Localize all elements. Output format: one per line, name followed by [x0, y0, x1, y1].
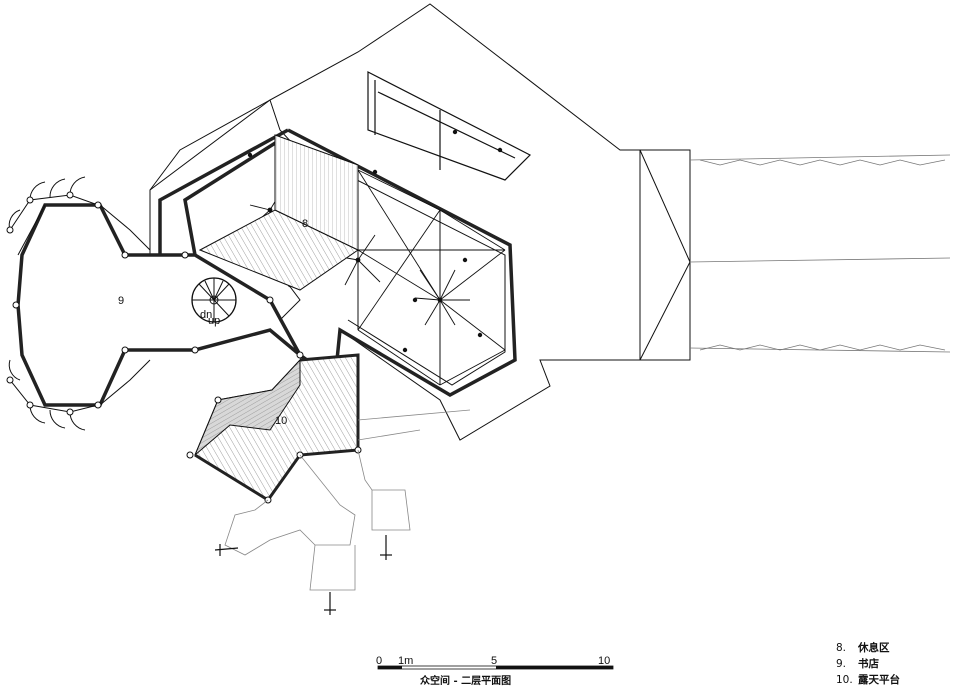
- legend-number: 9.: [836, 658, 847, 670]
- bookstore-plan: [16, 203, 302, 407]
- scale-tick-1m: 1m: [398, 655, 413, 667]
- skylight-upper: [367, 71, 532, 181]
- outdoor-terrace-deck: [194, 353, 360, 503]
- stair-label-up: up: [208, 315, 220, 327]
- room-label-8: 8: [302, 218, 308, 230]
- scale-bar: [377, 665, 614, 670]
- drawing-title: 众空间 - 二层平面图: [420, 676, 512, 687]
- legend-item: 8. 休息区: [836, 640, 900, 656]
- legend-text: 休息区: [858, 642, 890, 654]
- legend-item: 10. 露天平台: [836, 672, 900, 688]
- legend-text: 书店: [858, 658, 879, 670]
- roof-extension: [689, 154, 951, 353]
- scale-tick-5: 5: [491, 655, 497, 667]
- ground-marker-symbols: [214, 535, 392, 615]
- scale-tick-10: 10: [598, 655, 610, 667]
- spiral-staircase: [191, 277, 237, 323]
- legend: 8. 休息区 9. 书店 10. 露天平台: [836, 640, 900, 688]
- roof-outline: [149, 3, 691, 441]
- ground-paving-outline: [224, 409, 471, 591]
- scale-tick-0: 0: [376, 655, 382, 667]
- room-label-9: 9: [118, 295, 124, 307]
- legend-item: 9. 书店: [836, 656, 900, 672]
- legend-number: 8.: [836, 642, 847, 654]
- legend-number: 10.: [836, 674, 853, 686]
- legend-text: 露天平台: [858, 674, 900, 686]
- stair-label-dn: dn: [200, 309, 212, 321]
- room-label-10: 10: [275, 415, 287, 427]
- rest-area-deck: [198, 134, 359, 291]
